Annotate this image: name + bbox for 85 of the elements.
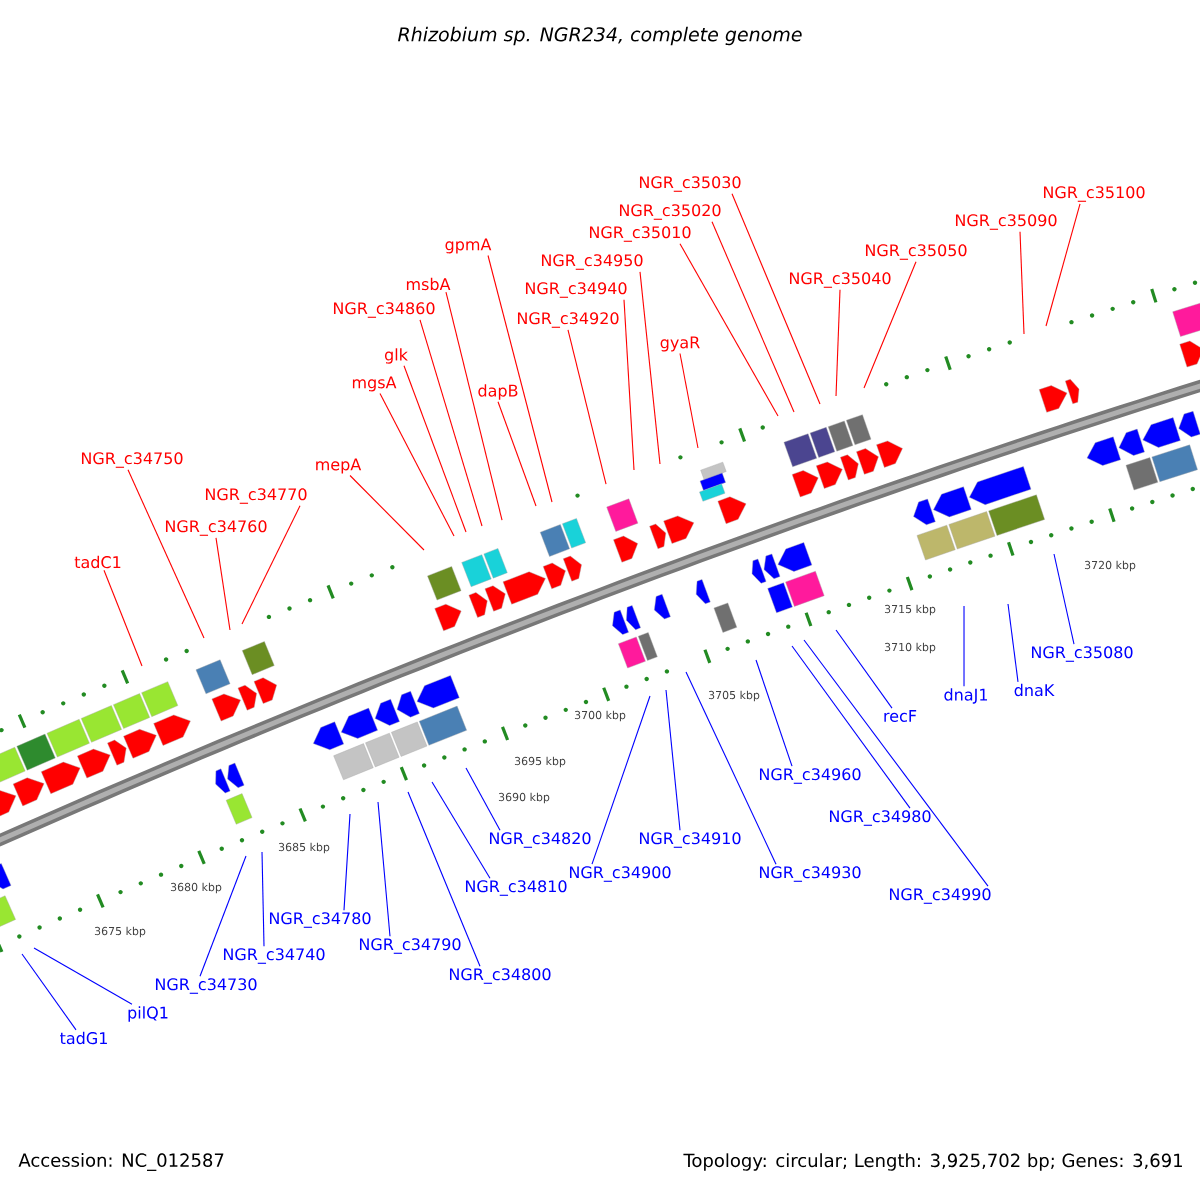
leader-line (465, 767, 501, 831)
gene-label: NGR_c34740 (224, 948, 325, 964)
gene-label: gyaR (660, 336, 700, 352)
leader-line (1007, 603, 1019, 683)
gene-label: dapB (478, 384, 518, 400)
gene-label: NGR_c34820 (490, 832, 591, 848)
gene-label: NGR_c34940 (526, 282, 627, 298)
leader-line (1045, 203, 1081, 327)
gene-label: msbA (406, 277, 451, 291)
gene-label: NGR_c35090 (956, 214, 1057, 230)
gene-label: NGR_c34910 (640, 832, 741, 848)
gene-label: NGR_c35040 (790, 272, 891, 288)
leader-line (127, 469, 205, 639)
gene-label: NGR_c34790 (360, 938, 461, 954)
gene-label: NGR_c34730 (156, 978, 257, 994)
leader-line (445, 291, 503, 521)
leader-line (21, 953, 77, 1031)
gene-label: dnaK (1014, 683, 1055, 697)
gene-label: NGR_c34860 (334, 302, 435, 318)
gene-label: NGR_c34760 (166, 520, 267, 536)
gene-label: mepA (316, 458, 362, 474)
leader-line (863, 261, 917, 389)
leader-line (1019, 231, 1025, 335)
leader-line (261, 851, 265, 947)
gene-label: NGR_c34900 (570, 866, 671, 882)
leader-line (755, 659, 793, 767)
leader-line (639, 271, 661, 465)
gene-label: glk (384, 348, 408, 364)
leader-line (731, 193, 821, 405)
leader-line (623, 299, 635, 471)
gene-label: pilQ1 (128, 1006, 168, 1022)
leader-line (567, 329, 607, 485)
leader-line (431, 781, 491, 879)
leader-line (685, 671, 777, 865)
footer-text: Accession: NC_012587 (18, 1153, 224, 1171)
gene-label: NGR_c34950 (542, 254, 643, 270)
leader-line (407, 791, 481, 967)
leader-line (803, 639, 989, 887)
gene-label: NGR_c34930 (760, 866, 861, 882)
leader-line (343, 813, 351, 911)
leader-line (487, 254, 553, 503)
leader-line (497, 401, 537, 507)
gene-label: tadG1 (60, 1031, 107, 1045)
gene-label: mgsA (352, 376, 397, 392)
leader-line (379, 392, 455, 537)
leader-line (835, 629, 893, 709)
leader-line (679, 243, 779, 417)
leader-line (419, 319, 483, 527)
gene-label: NGR_c34990 (890, 888, 991, 904)
gene-label: recF (884, 710, 917, 722)
gene-label: tadC1 (74, 555, 121, 569)
leader-line (679, 352, 699, 449)
gene-label: NGR_c35010 (590, 226, 691, 242)
title: Rhizobium sp. NGR234, complete genome (398, 26, 802, 46)
leader-line (103, 569, 143, 667)
leader-line (665, 689, 681, 831)
leader-line (199, 855, 247, 977)
leader-line (403, 365, 467, 533)
gene-label: NGR_c34810 (466, 880, 567, 896)
gene-label: NGR_c34960 (760, 768, 861, 784)
gene-label: NGR_c34920 (518, 312, 619, 328)
leader-line (1053, 553, 1075, 645)
leader-line (215, 537, 231, 631)
leader-line (33, 947, 133, 1005)
gene-label: NGR_c35020 (620, 204, 721, 220)
gene-label: NGR_c35100 (1044, 186, 1145, 202)
gene-label: NGR_c34800 (450, 968, 551, 984)
gene-label: dnaJ1 (944, 688, 988, 704)
leader-line (591, 695, 651, 865)
gene-label: NGR_c34980 (830, 810, 931, 826)
leader-line (963, 605, 965, 687)
gene-label: NGR_c34750 (82, 452, 183, 468)
gene-label: NGR_c34780 (270, 912, 371, 928)
leader-line (241, 505, 301, 625)
leader-line (711, 221, 795, 413)
leader-line (349, 474, 425, 551)
leader-line (377, 801, 391, 937)
gene-label: NGR_c35050 (866, 244, 967, 260)
gene-label: NGR_c34770 (206, 488, 307, 504)
leader-line (791, 645, 911, 809)
gene-label: NGR_c35080 (1032, 646, 1133, 662)
gene-label: NGR_c35030 (640, 176, 741, 192)
gene-label: gpmA (445, 238, 492, 254)
leader-line (835, 289, 841, 397)
footer-text: Topology: circular; Length: 3,925,702 bp; Genes: 3,691 (683, 1153, 1182, 1171)
